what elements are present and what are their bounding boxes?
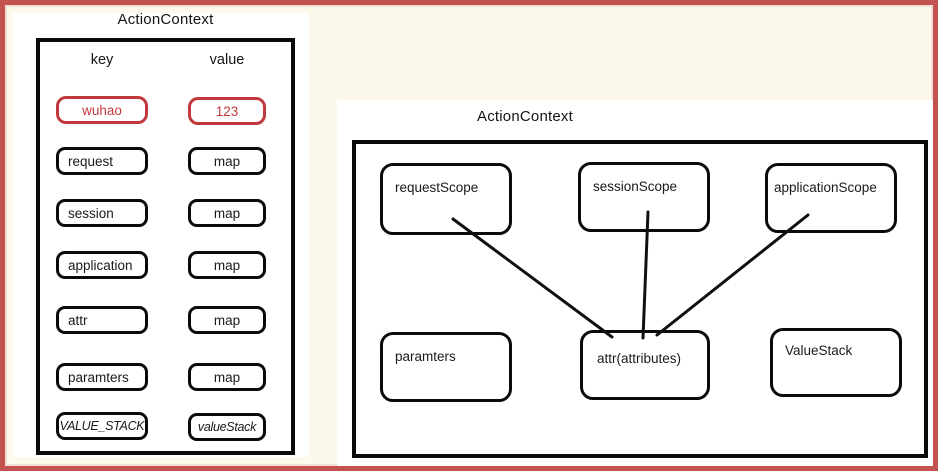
value-cell-request-map: map <box>188 147 266 175</box>
node-request-scope: requestScope <box>380 163 512 235</box>
key-cell-paramters: paramters <box>56 363 148 391</box>
key-cell-attr: attr <box>56 306 148 334</box>
node-session-scope: sessionScope <box>578 162 710 232</box>
column-header-value: value <box>209 52 245 68</box>
value-cell-valuestack: valueStack <box>188 413 266 441</box>
key-cell-request: request <box>56 147 148 175</box>
key-cell-wuhao: wuhao <box>56 96 148 124</box>
right-panel-title: ActionContext <box>477 108 573 125</box>
value-cell-paramters-map: map <box>188 363 266 391</box>
value-cell-attr-map: map <box>188 306 266 334</box>
key-cell-application: application <box>56 251 148 279</box>
node-value-stack: ValueStack <box>770 328 902 397</box>
left-panel-title: ActionContext <box>117 11 214 28</box>
column-header-key: key <box>90 52 114 68</box>
value-cell-123: 123 <box>188 97 266 125</box>
value-cell-application-map: map <box>188 251 266 279</box>
node-attr-attributes: attr(attributes) <box>580 330 710 400</box>
key-cell-session: session <box>56 199 148 227</box>
value-cell-session-map: map <box>188 199 266 227</box>
node-application-scope: applicationScope <box>765 163 897 233</box>
node-paramters: paramters <box>380 332 512 402</box>
key-cell-value-stack: VALUE_STACK <box>56 412 148 440</box>
